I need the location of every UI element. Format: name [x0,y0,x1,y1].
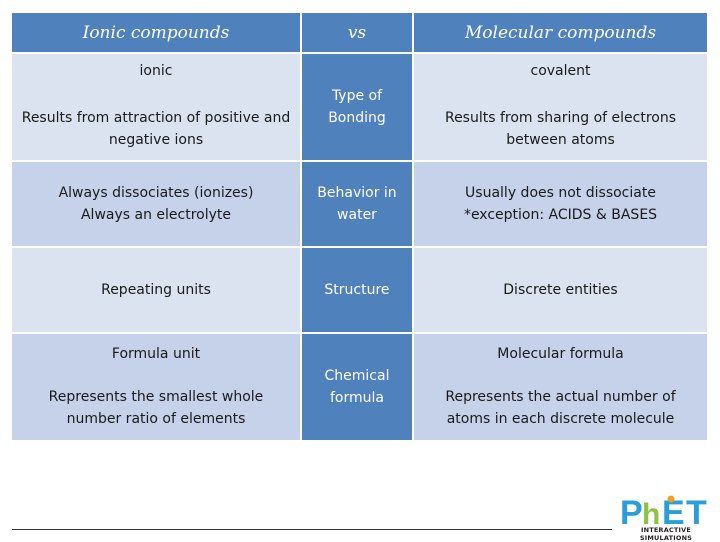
row-water-left: Always dissociates (ionizes) Always an e… [12,162,300,246]
row-formula-middle: Chemical formula [302,334,412,440]
svg-text:h: h [642,498,660,527]
header-molecular-text: Molecular compounds [464,22,657,43]
molecular-formula-text: Represents the actual number of atoms in… [445,389,676,427]
row-bonding-middle: Type of Bonding [302,54,412,160]
row-bonding-left: ionic Results from attraction of positiv… [12,54,300,160]
ionic-structure-text: Repeating units [101,282,211,298]
row-structure-left: Repeating units [12,248,300,332]
footer-rule [12,529,612,530]
row-water-middle: Behavior in water [302,162,412,246]
svg-text:P: P [620,494,643,527]
phet-logo-mark: P h E T [620,494,707,532]
type-of-bonding-label: Type of Bonding [328,88,386,126]
header-ionic-text: Ionic compounds [82,22,230,43]
molecular-water-text: Usually does not dissociate *exception: … [463,185,658,223]
covalent-label: covalent [530,63,591,79]
svg-text:E: E [662,494,685,527]
chemical-formula-label: Chemical formula [324,368,390,406]
header-vs: vs [302,13,412,52]
ionic-bonding-text: Results from attraction of positive and … [21,110,291,148]
ionic-water-text: Always dissociates (ionizes) Always an e… [58,185,254,223]
ionic-label: ionic [139,63,173,79]
molecular-formula-label: Molecular formula [497,346,624,362]
phet-logo-subtitle: INTERACTIVE SIMULATIONS [639,526,693,542]
header-ionic: Ionic compounds [12,13,300,52]
row-structure-right: Discrete entities [414,248,707,332]
header-vs-text: vs [347,22,367,43]
formula-unit-label: Formula unit [111,346,201,362]
row-bonding-right: covalent Results from sharing of electro… [414,54,707,160]
molecular-structure-text: Discrete entities [503,282,618,298]
behavior-in-water-label: Behavior in water [317,185,397,223]
header-molecular: Molecular compounds [414,13,707,52]
row-structure-middle: Structure [302,248,412,332]
structure-label: Structure [324,282,390,298]
svg-text:T: T [686,494,707,527]
ionic-formula-text: Represents the smallest whole number rat… [48,389,264,427]
phet-logo: P h E T INTERACTIVE SIMULATIONS [618,493,714,542]
row-formula-right: Molecular formula Represents the actual … [414,334,707,440]
row-formula-left: Formula unit Represents the smallest who… [12,334,300,440]
covalent-bonding-text: Results from sharing of electrons betwee… [444,110,677,148]
row-water-right: Usually does not dissociate *exception: … [414,162,707,246]
